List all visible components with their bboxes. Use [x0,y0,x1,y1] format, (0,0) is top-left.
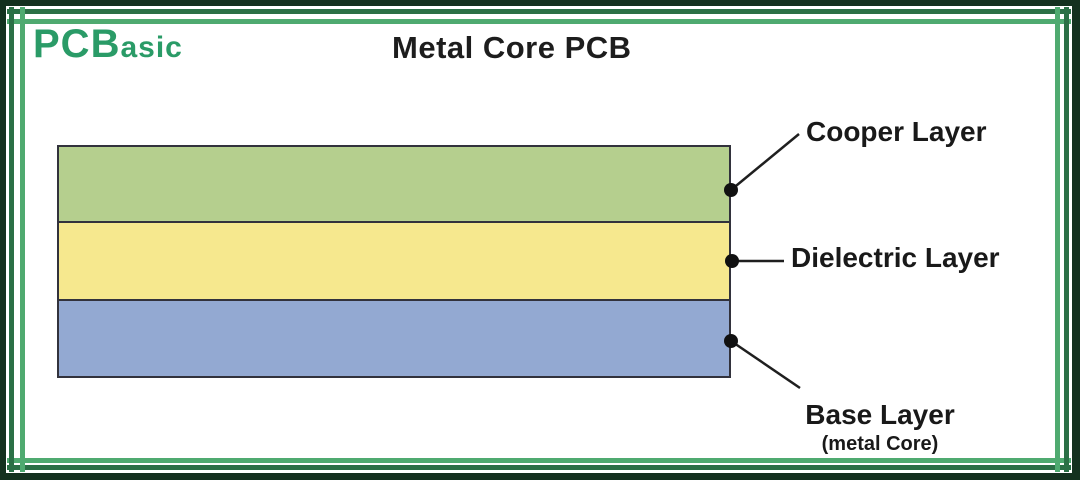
dielectric-layer-rect [59,221,729,299]
frame-line-dark-left [9,7,14,472]
frame-line-light-bottom [7,458,1071,463]
base-layer-label: Base Layer (metal Core) [780,399,980,455]
copper-layer-label: Cooper Layer [806,116,987,147]
pcbasic-logo: PCBasic [33,24,183,64]
logo-text-asic: asic [120,31,183,64]
diagram-title: Metal Core PCB [392,30,632,65]
pcb-layer-stack [57,145,731,378]
copper-connector-line [730,133,800,191]
base-layer-label-main: Base Layer [805,399,955,430]
base-connector-line [730,339,801,390]
copper-layer-rect [59,147,729,221]
frame-line-light-right [1055,7,1060,472]
logo-text-pcb: PCB [33,22,121,66]
frame-line-dark-right [1064,7,1069,472]
frame-line-dark-bottom [7,465,1071,470]
base-layer-rect [59,299,729,376]
frame-line-dark-top [7,9,1071,14]
dielectric-layer-label: Dielectric Layer [791,242,1000,273]
frame-line-light-left [20,7,25,472]
base-layer-label-sub: (metal Core) [821,432,939,455]
